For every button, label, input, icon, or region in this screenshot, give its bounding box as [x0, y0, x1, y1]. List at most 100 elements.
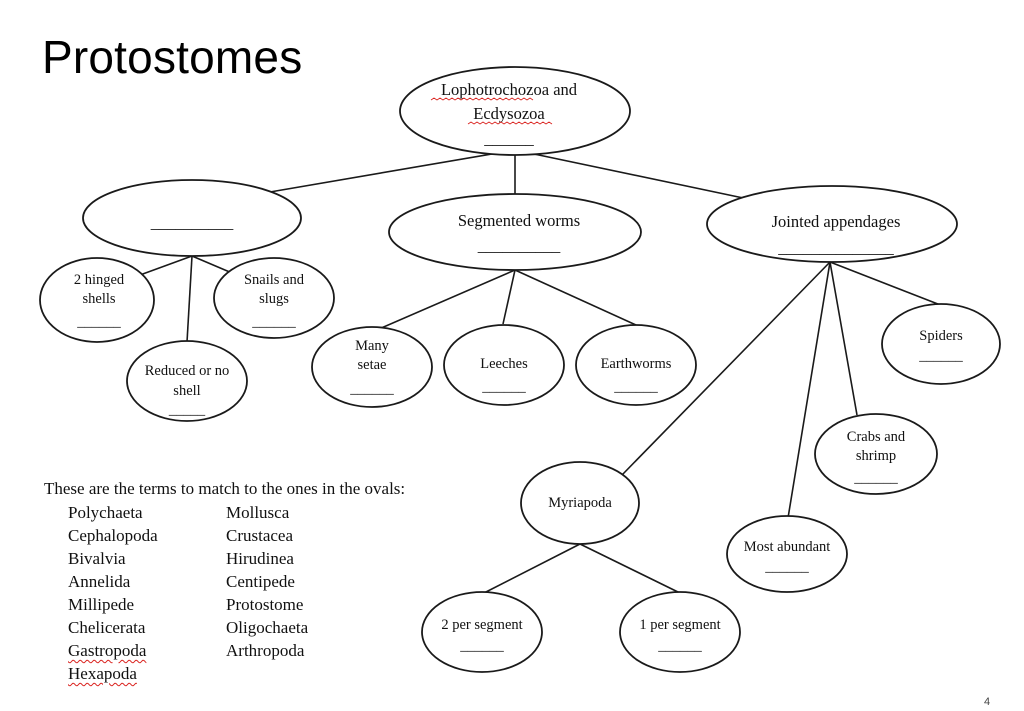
node-two-per-segment: 2 per segment ______ — [441, 617, 522, 654]
node-hinged-blank: ______ — [76, 314, 121, 330]
oval-earthworms — [575, 324, 697, 406]
edge-right-spiders — [829, 261, 944, 307]
node-jointed-appendages: Jointed appendages ______________ — [772, 212, 901, 257]
node-mid-label: Segmented worms — [458, 211, 580, 230]
node-right-label: Jointed appendages — [772, 212, 901, 231]
edge-mid-earthworms — [514, 269, 637, 326]
node-snails-line1: Snails and — [244, 272, 305, 288]
edge-left-snails — [191, 255, 233, 274]
node-snails-line2: slugs — [259, 291, 289, 307]
node-abundant-blank: ______ — [764, 559, 809, 575]
page-number: 4 — [984, 696, 991, 708]
term-item: Cephalopoda — [68, 526, 158, 545]
node-leeches-label: Leeches — [480, 356, 528, 372]
terms-column-right: Mollusca Crustacea Hirudinea Centipede P… — [226, 501, 308, 662]
edge-left-hinged — [139, 255, 193, 276]
spellcheck-underline — [467, 121, 553, 125]
slide-title: Protostomes — [42, 31, 303, 83]
node-earthworms-label: Earthworms — [601, 356, 672, 372]
term-item: Annelida — [68, 572, 131, 591]
edge-left-reduced — [186, 255, 193, 343]
term-item: Gastropoda — [68, 641, 147, 660]
node-one-per-label: 1 per segment — [639, 617, 720, 633]
oval-hinged — [39, 257, 155, 343]
term-item: Polychaeta — [68, 503, 143, 522]
node-setae-line1: Many — [355, 338, 390, 354]
node-myriapoda-label: Myriapoda — [548, 495, 612, 511]
node-spiders-label: Spiders — [919, 328, 963, 344]
node-reduced-blank: _____ — [168, 402, 206, 418]
node-myriapoda: Myriapoda — [548, 495, 612, 511]
term-item: Mollusca — [226, 503, 290, 522]
oval-myriapoda — [520, 461, 640, 545]
node-spiders-blank: ______ — [918, 348, 963, 364]
node-setae-line2: setae — [358, 357, 387, 373]
node-setae-blank: ______ — [349, 381, 394, 397]
node-reduced-line2: shell — [173, 383, 200, 399]
node-root-line2: Ecdysozoa — [473, 104, 545, 123]
oval-one-per — [619, 591, 741, 673]
edge-right-abundant — [787, 261, 831, 519]
term-item: Crustacea — [226, 526, 294, 545]
edge-myriapoda-one — [579, 543, 681, 594]
oval-mid — [388, 193, 642, 271]
node-left: __________ — [150, 213, 234, 232]
oval-reduced — [126, 340, 248, 422]
term-item: Hexapoda — [68, 664, 137, 683]
node-one-per-segment: 1 per segment ______ — [639, 617, 720, 654]
oval-two-per — [421, 591, 543, 673]
terms-column-left: Polychaeta Cephalopoda Bivalvia Annelida… — [68, 501, 158, 685]
node-many-setae: Many setae ______ — [349, 338, 394, 397]
node-snails-slugs: Snails and slugs ______ — [244, 272, 305, 330]
edge-mid-setae — [364, 269, 516, 336]
node-segmented-worms: Segmented worms __________ — [458, 211, 580, 255]
oval-spiders — [881, 303, 1001, 385]
term-item: Oligochaeta — [226, 618, 309, 637]
terms-list: These are the terms to match to the ones… — [44, 478, 405, 683]
oval-crabs — [814, 413, 938, 495]
node-two-per-label: 2 per segment — [441, 617, 522, 633]
node-root: Lophotrochozoa and Ecdysozoa ______ — [430, 80, 578, 148]
node-abundant-label: Most abundant — [744, 539, 831, 555]
node-crabs-line1: Crabs and — [847, 429, 906, 445]
oval-leeches — [443, 324, 565, 406]
edge-mid-leeches — [502, 269, 516, 325]
oval-snails — [213, 257, 335, 339]
term-item: Arthropoda — [226, 641, 305, 660]
node-mid-blank: __________ — [477, 236, 561, 255]
term-item: Centipede — [226, 572, 295, 591]
node-leeches: Leeches ______ — [480, 356, 528, 395]
term-item: Millipede — [68, 595, 135, 614]
node-left-blank: __________ — [150, 213, 234, 232]
term-item: Bivalvia — [68, 549, 126, 568]
oval-abundant — [726, 515, 848, 593]
node-root-blank: ______ — [483, 129, 534, 148]
node-snails-blank: ______ — [251, 314, 296, 330]
node-crabs-blank: ______ — [853, 470, 898, 486]
edge-root-left — [269, 149, 516, 193]
node-spiders: Spiders ______ — [918, 328, 963, 364]
spellcheck-underline — [430, 97, 534, 101]
node-most-abundant: Most abundant ______ — [744, 539, 831, 575]
node-crabs-line2: shrimp — [856, 448, 896, 464]
node-reduced-shell: Reduced or no shell _____ — [145, 363, 230, 418]
node-hinged-line2: shells — [82, 291, 115, 307]
node-earthworms: Earthworms ______ — [601, 356, 672, 395]
oval-left — [82, 179, 302, 257]
node-hinged-line1: 2 hinged — [74, 272, 125, 288]
node-root-line1: Lophotrochozoa and — [441, 80, 578, 99]
oval-root — [399, 66, 631, 156]
edge-root-right — [514, 149, 749, 200]
node-crabs-shrimp: Crabs and shrimp ______ — [847, 429, 906, 486]
term-item: Chelicerata — [68, 618, 146, 637]
oval-right — [706, 185, 958, 263]
edge-myriapoda-two — [481, 543, 581, 595]
node-two-per-blank: ______ — [459, 638, 504, 654]
node-leeches-blank: ______ — [481, 379, 526, 395]
node-earthworms-blank: ______ — [613, 379, 658, 395]
node-one-per-blank: ______ — [657, 638, 702, 654]
node-hinged-shells: 2 hinged shells ______ — [74, 272, 125, 330]
edge-right-myriapoda — [621, 261, 831, 476]
